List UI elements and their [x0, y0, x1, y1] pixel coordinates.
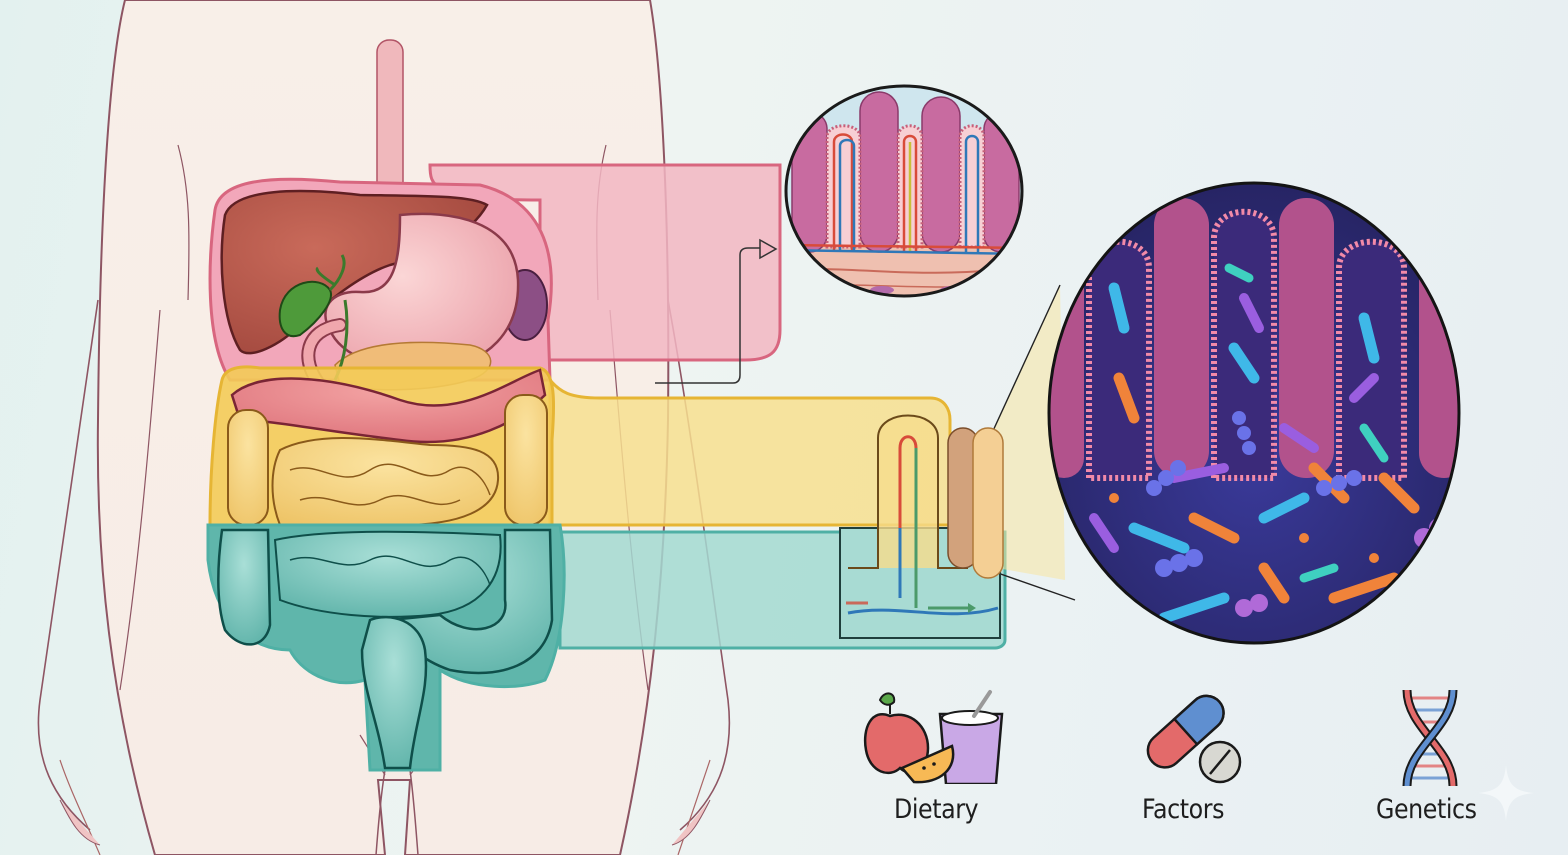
- small-intestine-band: [548, 375, 952, 527]
- villi-callout: [784, 84, 1024, 298]
- small-intestine-lower: [273, 530, 502, 618]
- gallbladder: [278, 280, 332, 338]
- rectum: [360, 615, 428, 770]
- upper-gi-band: [428, 163, 782, 362]
- sparkle-watermark-icon: [1478, 765, 1534, 821]
- microbiome-callout: [1047, 181, 1461, 645]
- cecum: [217, 528, 272, 646]
- factor-label-factors: Factors: [1142, 794, 1225, 825]
- villus-detail-callout: [839, 414, 1004, 639]
- arrow-head-icon: [759, 238, 778, 260]
- esophagus: [376, 39, 404, 201]
- transverse-colon: [230, 368, 547, 444]
- medication-icon: [1146, 694, 1242, 784]
- dna-icon: [1402, 689, 1458, 787]
- small-intestine-upper: [271, 437, 500, 526]
- factor-label-genetics: Genetics: [1376, 794, 1477, 825]
- food-icon: [863, 690, 1004, 784]
- pointer-arrow: [655, 247, 762, 384]
- factor-label-dietary: Dietary: [894, 794, 979, 825]
